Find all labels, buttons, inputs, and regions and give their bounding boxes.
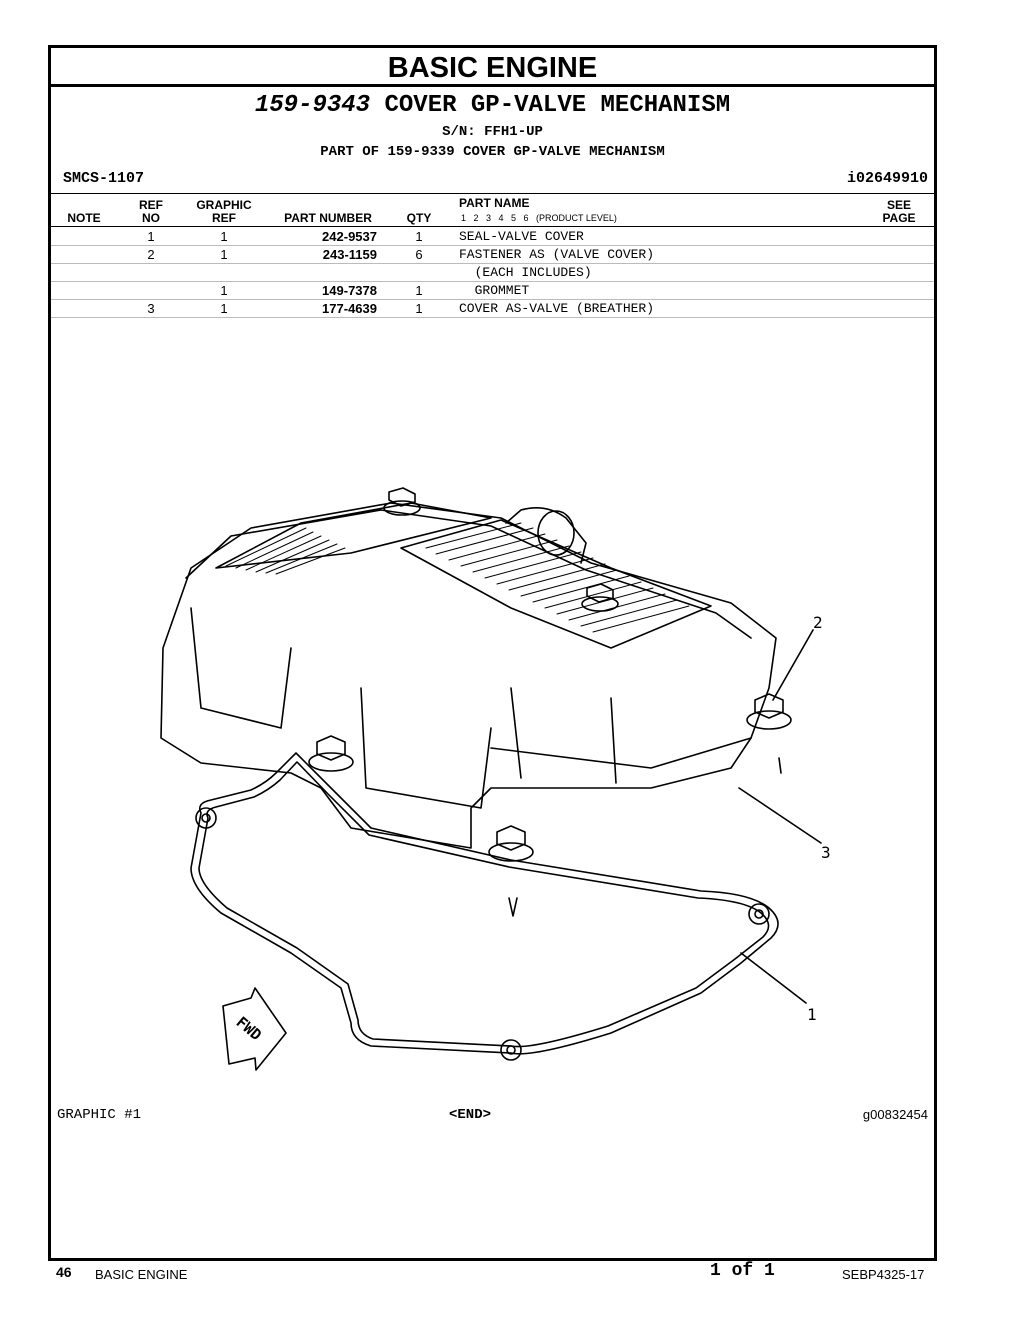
graphic-id: g00832454: [862, 1107, 928, 1122]
row-rule: [51, 299, 934, 300]
row-qty: 1: [415, 229, 423, 244]
illustration-id: i02649910: [846, 170, 928, 187]
row-ref: 3: [147, 301, 155, 316]
header-note: NOTE: [67, 211, 101, 225]
row-part-name: COVER AS-VALVE (BREATHER): [459, 301, 655, 316]
row-graphic-ref: 1: [220, 229, 228, 244]
header-part-number: PART NUMBER: [284, 211, 372, 225]
row-rule: [51, 263, 934, 264]
seal-gasket: [190, 752, 779, 1055]
callout-3[interactable]: 3: [821, 843, 831, 862]
parts-illustration: 2 3 1 FWD: [160, 487, 831, 1071]
header-product-levels: 1 2 3 4 5 6 (PRODUCT LEVEL): [461, 213, 617, 223]
group-name: COVER GP-VALVE MECHANISM: [384, 92, 731, 119]
row-qty: 6: [415, 247, 423, 262]
row-part-name: FASTENER AS (VALVE COVER): [459, 247, 655, 262]
row-graphic-ref: 1: [220, 247, 228, 262]
callout-2[interactable]: 2: [813, 613, 823, 632]
section-title: BASIC ENGINE: [51, 48, 934, 87]
row-part-number[interactable]: 243-1159: [322, 247, 377, 262]
row-qty: 1: [415, 301, 423, 316]
graphic-label: GRAPHIC #1: [57, 1107, 142, 1123]
row-part-number[interactable]: 149-7378: [322, 283, 377, 298]
fwd-label: FWD: [233, 1013, 265, 1044]
fastener-bolts: [308, 487, 792, 917]
leader-3: [738, 787, 822, 844]
row-graphic-ref: 1: [220, 283, 228, 298]
row-part-number[interactable]: 242-9537: [322, 229, 377, 244]
group-part-number[interactable]: 159-9343: [254, 92, 371, 119]
part-of-line[interactable]: PART OF 159-9339 COVER GP-VALVE MECHANIS…: [320, 144, 665, 160]
footer-section: BASIC ENGINE: [95, 1267, 188, 1282]
row-rule: [51, 245, 934, 246]
fwd-arrow-icon: [222, 987, 287, 1071]
callout-1[interactable]: 1: [807, 1005, 817, 1024]
end-marker: <END>: [449, 1107, 492, 1123]
page-of: 1 of 1: [710, 1261, 775, 1281]
doc-id: SEBP4325-17: [842, 1267, 925, 1282]
row-rule: [51, 281, 934, 282]
header-qty: QTY: [406, 211, 432, 225]
leader-1: [740, 952, 807, 1004]
page-frame: BASIC ENGINE 159-9343 COVER GP-VALVE MEC…: [48, 45, 937, 1261]
row-part-name: (EACH INCLUDES): [459, 265, 592, 280]
row-ref: 2: [147, 247, 155, 262]
row-ref: 1: [147, 229, 155, 244]
row-part-name: GROMMET: [459, 283, 530, 298]
header-part-name: PART NAME: [459, 196, 530, 210]
header-graphic-bottom: REF: [212, 211, 236, 225]
serial-range: S/N: FFH1-UP: [442, 124, 543, 140]
header-see-top: SEE: [886, 198, 911, 212]
row-rule: [51, 317, 934, 318]
row-part-name: SEAL-VALVE COVER: [459, 229, 584, 244]
row-qty: 1: [415, 283, 423, 298]
header-top-rule: [51, 193, 934, 194]
row-graphic-ref: 1: [220, 301, 228, 316]
header-see-bottom: PAGE: [882, 211, 916, 225]
leader-2: [772, 629, 814, 701]
header-bottom-rule: [51, 226, 934, 227]
header-graphic-top: GRAPHIC: [196, 198, 252, 212]
header-ref-top: REF: [139, 198, 163, 212]
header-ref-bottom: NO: [142, 211, 160, 225]
row-part-number[interactable]: 177-4639: [322, 301, 377, 316]
group-title: 159-9343 COVER GP-VALVE MECHANISM: [51, 92, 934, 119]
smcs-code: SMCS-1107: [63, 170, 145, 187]
page-number: 46: [56, 1264, 72, 1280]
